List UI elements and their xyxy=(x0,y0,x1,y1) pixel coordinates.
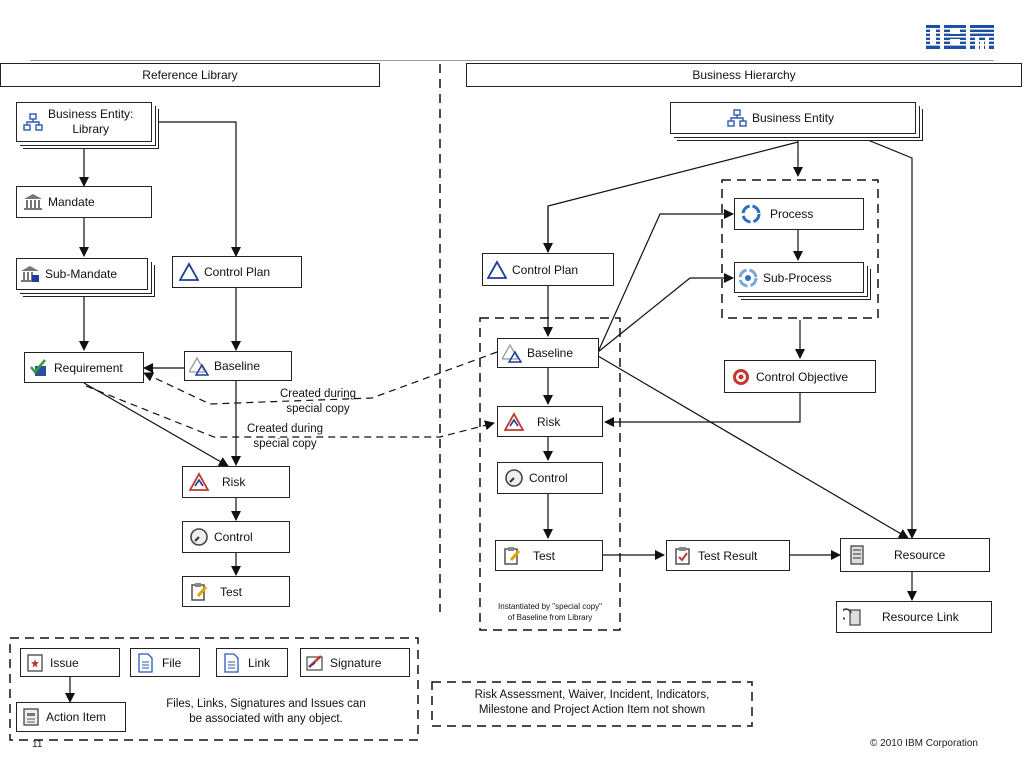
test-label: Test xyxy=(533,548,556,563)
legend-note: Files, Links, Signatures and Issues can … xyxy=(166,698,366,725)
server-icon xyxy=(847,545,867,565)
library-baseline-label: Baseline xyxy=(214,359,261,373)
annotation-special-copy-1: Created during special copy xyxy=(279,388,357,415)
ibm-logo xyxy=(924,22,996,52)
node-library-control[interactable]: Control xyxy=(182,521,290,553)
gauge-icon xyxy=(504,468,524,488)
clipboard-pencil-icon xyxy=(189,582,209,602)
instantiated-note: Instantiated by "special copy" of Baseli… xyxy=(498,602,602,622)
cycle-icon xyxy=(741,204,761,224)
library-risk-label: Risk xyxy=(222,475,246,489)
control-label: Control xyxy=(529,471,568,485)
node-process[interactable]: Process xyxy=(734,198,864,230)
node-resource-link[interactable]: Resource Link xyxy=(836,601,992,633)
sub-mandate-label: Sub-Mandate xyxy=(45,267,118,281)
node-library-baseline[interactable]: Baseline xyxy=(184,351,292,381)
resource-link-label: Resource Link xyxy=(882,610,959,624)
node-sub-process[interactable]: Sub-Process xyxy=(734,262,864,293)
legend-signature[interactable]: Signature xyxy=(300,648,410,677)
header-label: Reference Library xyxy=(142,68,238,82)
library-control-label: Control xyxy=(214,530,253,544)
legend-action-item-label: Action Item xyxy=(46,710,107,724)
node-resource[interactable]: Resource xyxy=(840,538,990,572)
node-control-objective[interactable]: Control Objective xyxy=(724,360,876,393)
baseline-label: Baseline xyxy=(527,346,574,360)
control-plan-label: Control Plan xyxy=(512,262,579,277)
legend-issue-label: Issue xyxy=(50,655,79,670)
business-entity-label: Business Entity xyxy=(752,111,835,125)
legend-signature-label: Signature xyxy=(330,655,382,670)
annotation-special-copy-2: Created during special copy xyxy=(246,423,324,450)
header-business-hierarchy: Business Hierarchy xyxy=(466,63,1022,87)
node-business-entity[interactable]: Business Entity xyxy=(670,102,916,134)
bank-icon xyxy=(20,264,40,284)
risk-label: Risk xyxy=(537,414,561,429)
node-library-test[interactable]: Test xyxy=(182,576,290,607)
bank-icon xyxy=(23,192,43,212)
clipboard-check-icon xyxy=(673,546,693,566)
node-control-plan[interactable]: Control Plan xyxy=(482,253,614,286)
baseline-triangle-icon xyxy=(502,343,522,363)
legend-action-item[interactable]: Action Item xyxy=(16,702,126,732)
signature-icon xyxy=(305,653,325,673)
node-test-result[interactable]: Test Result xyxy=(666,540,790,571)
target-icon xyxy=(731,367,751,387)
library-entity-line2: Library xyxy=(72,122,110,136)
mandate-label: Mandate xyxy=(48,195,95,209)
header-reference-library: Reference Library xyxy=(0,63,380,87)
node-mandate[interactable]: Mandate xyxy=(16,186,152,218)
legend-link[interactable]: Link xyxy=(216,648,288,677)
checkmark-doc-icon xyxy=(29,358,49,378)
process-label: Process xyxy=(770,207,814,221)
library-test-label: Test xyxy=(220,584,243,599)
cycle-icon xyxy=(738,268,758,288)
link-doc-icon xyxy=(843,607,863,627)
sub-process-label: Sub-Process xyxy=(763,270,832,285)
header-rule xyxy=(30,60,994,61)
legend-link-label: Link xyxy=(248,655,271,670)
risk-icon xyxy=(189,472,209,492)
legend-file-label: File xyxy=(162,655,182,670)
triangle-icon xyxy=(487,259,507,280)
control-objective-label: Control Objective xyxy=(756,369,849,384)
node-library-control-plan[interactable]: Control Plan xyxy=(172,256,302,288)
issue-icon xyxy=(25,653,45,673)
clipboard-pencil-icon xyxy=(502,546,522,566)
hierarchy-icon xyxy=(727,108,747,128)
node-baseline[interactable]: Baseline xyxy=(497,338,599,368)
not-shown-note: Risk Assessment, Waiver, Incident, Indic… xyxy=(474,689,710,716)
legend-issue[interactable]: Issue xyxy=(20,648,120,677)
node-control[interactable]: Control xyxy=(497,462,603,494)
risk-icon xyxy=(504,411,524,432)
gauge-icon xyxy=(189,527,209,547)
resource-label: Resource xyxy=(894,548,946,562)
test-result-label: Test Result xyxy=(698,548,758,563)
node-requirement[interactable]: Requirement xyxy=(24,352,144,383)
node-sub-mandate[interactable]: Sub-Mandate xyxy=(16,258,148,290)
hierarchy-icon xyxy=(23,112,43,132)
node-test[interactable]: Test xyxy=(495,540,603,571)
library-entity-line1: Business Entity: xyxy=(48,107,134,121)
link-file-icon xyxy=(221,652,241,673)
library-control-plan-label: Control Plan xyxy=(204,265,271,279)
action-doc-icon xyxy=(21,707,41,727)
node-library-business-entity[interactable]: Business Entity: Library xyxy=(16,102,152,142)
node-risk[interactable]: Risk xyxy=(497,406,603,437)
copyright: © 2010 IBM Corporation xyxy=(870,738,978,749)
page-number: 11 xyxy=(32,739,43,750)
header-label: Business Hierarchy xyxy=(692,68,796,82)
node-library-risk[interactable]: Risk xyxy=(182,466,290,498)
requirement-label: Requirement xyxy=(54,360,123,375)
legend-file[interactable]: File xyxy=(130,648,200,677)
triangle-icon xyxy=(179,262,199,282)
file-icon xyxy=(135,652,155,673)
baseline-triangle-icon xyxy=(189,356,209,376)
